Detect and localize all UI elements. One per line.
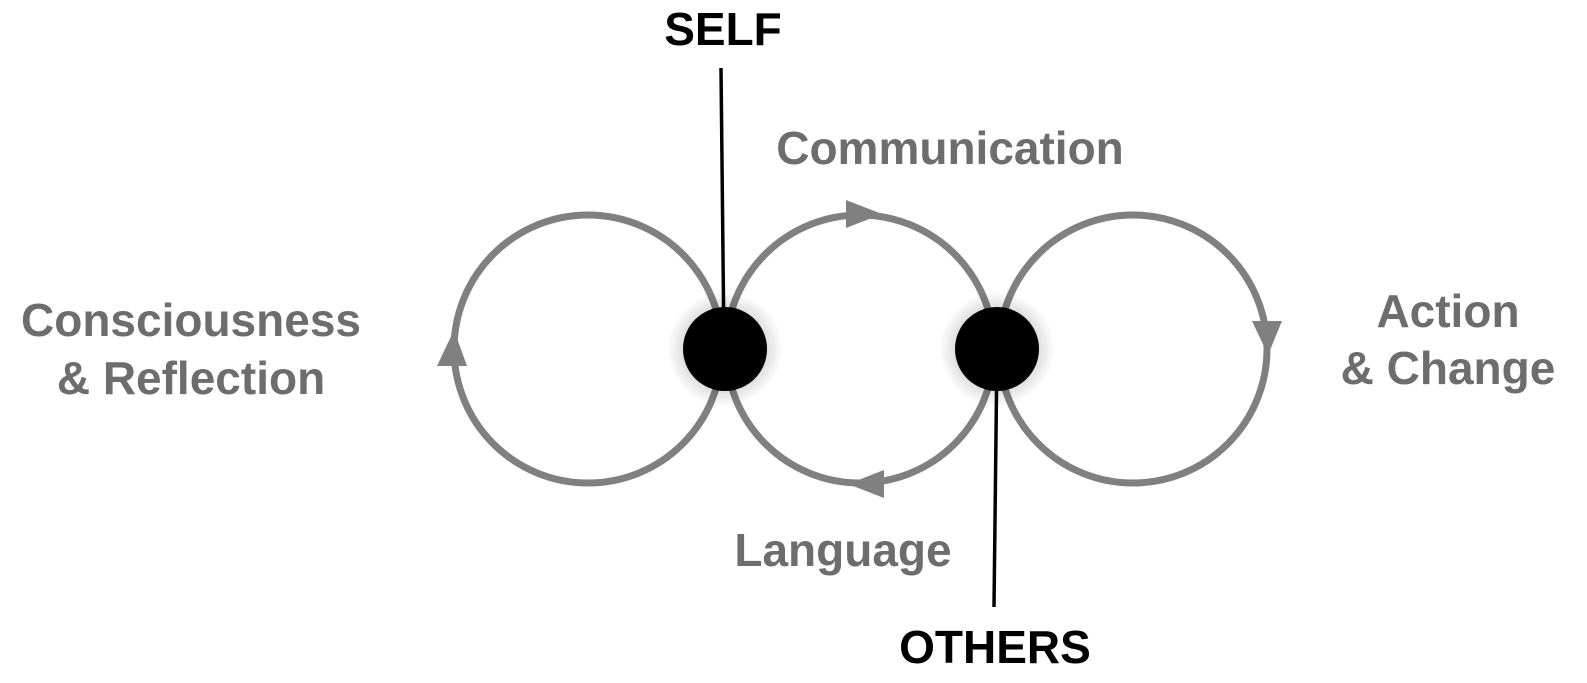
communication-label: Communication xyxy=(776,122,1124,174)
language-arrowhead xyxy=(848,470,884,498)
self-node xyxy=(683,307,767,391)
consciousness-label-line2: & Reflection xyxy=(57,352,325,404)
action-label-line1: Action xyxy=(1376,285,1519,337)
others-label: OTHERS xyxy=(899,621,1091,673)
others-node xyxy=(955,307,1039,391)
consciousness-arrowhead xyxy=(437,330,467,366)
language-label: Language xyxy=(734,524,951,576)
action-label-line2: & Change xyxy=(1341,342,1556,394)
communication-arrowhead xyxy=(846,200,882,228)
action-arrowhead xyxy=(1252,321,1282,355)
self-label: SELF xyxy=(664,3,782,55)
consciousness-label-line1: Consciousness xyxy=(21,294,361,346)
